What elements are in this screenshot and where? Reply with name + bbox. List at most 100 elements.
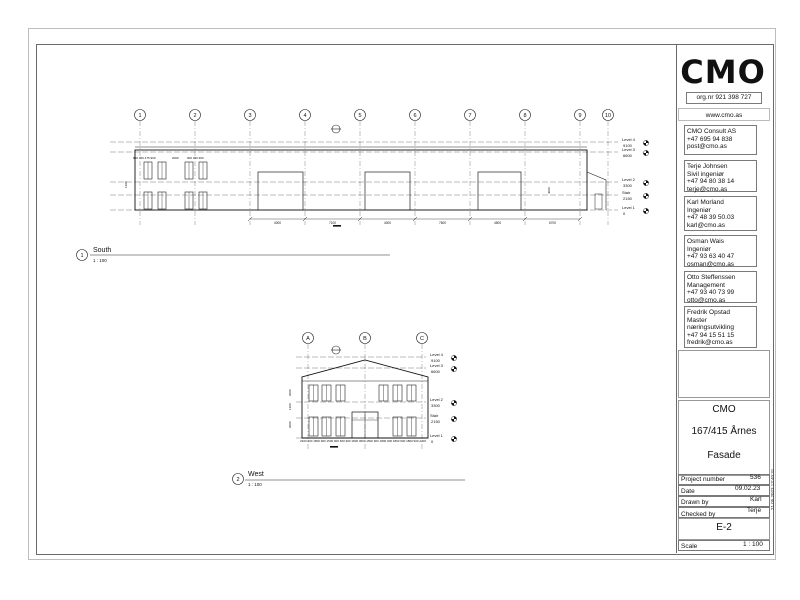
project-number-value: 536 <box>750 474 761 481</box>
grid-label: 5 <box>358 113 361 119</box>
grid-bubble <box>602 109 614 121</box>
field-scale <box>678 540 770 551</box>
grid-bubble <box>409 109 421 121</box>
level-symbol <box>451 436 457 442</box>
level-symbol-fill <box>451 419 454 422</box>
grid-bubble <box>299 109 311 121</box>
client-name: CMO <box>712 404 736 415</box>
level-symbol-fill <box>643 211 646 214</box>
level-symbol-fill <box>454 436 457 439</box>
grid-label: 6 <box>413 113 416 119</box>
contact-line: Fredrik Opstad <box>687 309 730 316</box>
level-symbol-fill <box>451 358 454 361</box>
level-symbol <box>643 208 649 214</box>
contact-line[interactable]: post@cmo.as <box>687 143 727 151</box>
level-name: Level 3 <box>622 147 636 152</box>
grid-label: 1 <box>138 113 141 119</box>
drawn-by-value: Karl <box>750 496 762 503</box>
org-number-box <box>686 92 762 104</box>
project-box <box>678 400 770 476</box>
dimension-value: 4000 <box>274 221 281 225</box>
level-symbol-fill <box>454 416 457 419</box>
level-symbol-fill <box>646 140 649 143</box>
grid-bubble <box>244 109 256 121</box>
grid-label: B <box>363 336 367 342</box>
contact-line: Ingeniør <box>687 206 711 214</box>
view-title: West <box>248 471 264 478</box>
level-elevation: 9100 <box>431 358 441 363</box>
dimension-tick <box>302 216 308 222</box>
annex-door <box>594 193 603 210</box>
dimension-value: 6700 <box>549 221 556 225</box>
level-name: Level 1 <box>430 433 444 438</box>
level-name: Level 4 <box>430 352 444 357</box>
sheet-name: Fasade <box>707 450 741 461</box>
grid-label: 1 <box>80 253 83 259</box>
date-label: Date <box>681 488 695 495</box>
dimension-tick <box>247 216 253 222</box>
level-elevation: 6600 <box>623 153 633 158</box>
field-project-number <box>678 474 770 485</box>
contact-line[interactable]: karl@cmo.as <box>687 221 726 229</box>
level-symbol <box>451 355 457 361</box>
level-name: Level 2 <box>622 177 636 182</box>
date-value: 09.02.23 <box>735 485 761 492</box>
contact-line[interactable]: otto@cmo.as <box>687 296 726 304</box>
grid-bubble <box>189 109 201 121</box>
dim-text: 2000 <box>172 156 179 160</box>
level-name: Level 2 <box>430 397 444 402</box>
contact-line: Ingeniør <box>687 245 711 253</box>
contact-line[interactable]: osman@cmo.as <box>687 260 735 268</box>
level-symbol-fill <box>646 208 649 211</box>
building-outline <box>134 149 588 211</box>
contact-line: CMO Consult AS <box>687 128 737 135</box>
dim-text: 800 450 475 900 <box>133 156 156 160</box>
level-symbol <box>643 193 649 199</box>
level-symbol-fill <box>646 180 649 183</box>
dimension-tick <box>522 216 528 222</box>
section-cut <box>330 446 338 448</box>
level-symbol <box>451 400 457 406</box>
company-logo: CMO <box>680 53 766 91</box>
grid-bubble <box>464 109 476 121</box>
project-number-label: Project number <box>681 476 726 483</box>
grid-label: 10 <box>605 113 611 119</box>
sheet-border-outer <box>28 28 776 560</box>
field-drawn-by <box>678 496 770 507</box>
level-symbol-fill <box>643 143 646 146</box>
website-link[interactable]: www.cmo.as <box>705 112 743 119</box>
grid-bubble <box>354 109 366 121</box>
sheet-border-inner <box>36 44 774 555</box>
scale-value: 1 : 100 <box>743 541 763 548</box>
level-symbol-fill <box>454 355 457 358</box>
level-name: Level 1 <box>622 205 636 210</box>
level-name: Level 4 <box>622 137 636 142</box>
dimension-chain: 2200 900 1800 900 1500 900 600 900 1800 … <box>300 439 427 443</box>
title-block <box>676 44 773 553</box>
dimension-tick <box>357 216 363 222</box>
section-cut <box>333 225 341 227</box>
contact-line[interactable]: terje@cmo.as <box>687 185 728 193</box>
grid-label: A <box>306 336 310 342</box>
level-elevation: 9100 <box>623 143 633 148</box>
level-elevation: 2150 <box>623 196 633 201</box>
grid-label: 2 <box>236 477 239 483</box>
level-elevation: 2150 <box>431 419 441 424</box>
dimension-tick <box>412 216 418 222</box>
dimension-value: 7100 <box>329 221 336 225</box>
contact-line: +47 94 80 38 14 <box>687 178 735 186</box>
level-symbol-fill <box>643 196 646 199</box>
contact-line: +47 48 39 50.03 <box>687 214 735 222</box>
empty-box <box>678 350 770 398</box>
level-elevation: 0 <box>623 211 626 216</box>
contact-line[interactable]: fredrik@cmo.as <box>687 339 733 347</box>
level-elevation: 3300 <box>623 183 633 188</box>
contact-line: Otto Steffenssen <box>687 274 736 281</box>
sheet-number: E-2 <box>716 522 732 533</box>
level-symbol-fill <box>643 183 646 186</box>
